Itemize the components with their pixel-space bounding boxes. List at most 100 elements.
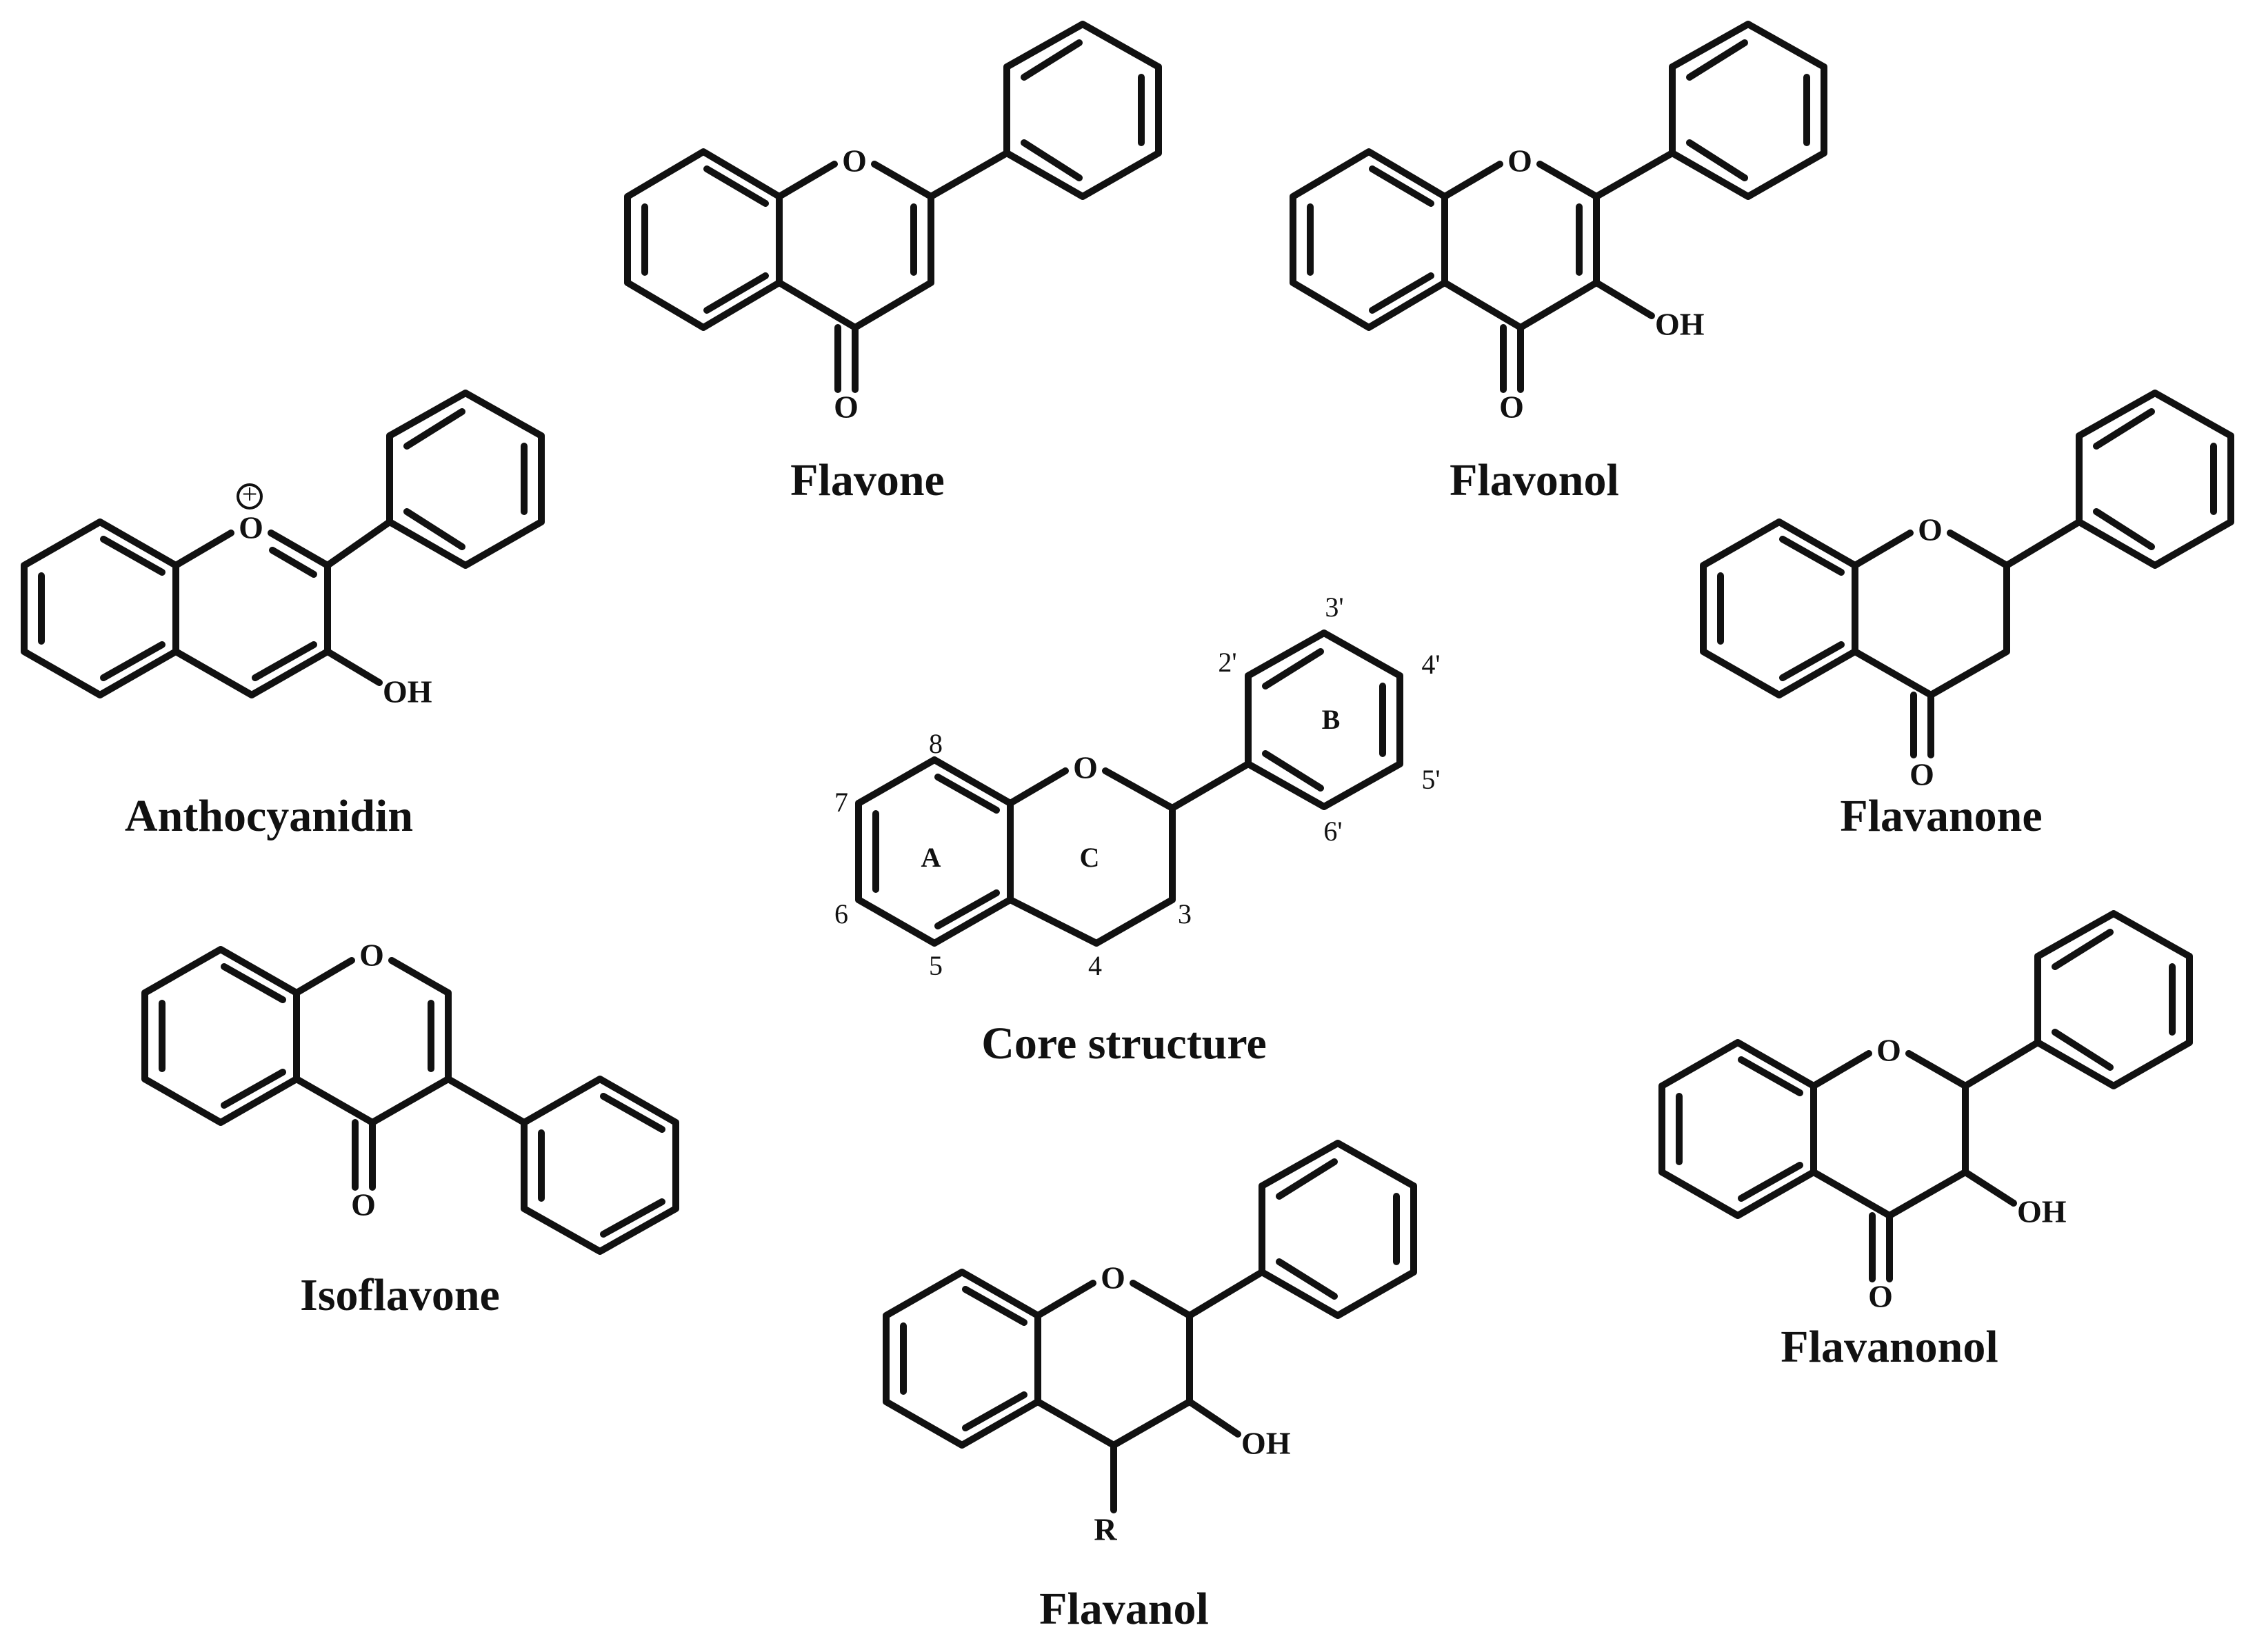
flavanone-structure: O O	[1700, 390, 2234, 792]
core-locant-4: 4	[1088, 950, 1102, 981]
flavone-ring-b-double	[1021, 39, 1083, 81]
flavanonol-structure: O O OH	[1658, 910, 2193, 1314]
core-locant-6: 6	[834, 898, 848, 929]
core-locant-5p: 5'	[1421, 764, 1440, 795]
flavanonol-hydroxyl-bond	[1962, 1169, 2017, 1207]
core-ring-c-label: C	[1080, 842, 1100, 873]
anthocyanidin-label: Anthocyanidin	[125, 791, 413, 841]
flavanol-ring-a-double	[962, 1286, 1027, 1326]
flavanol-ring-a	[883, 1269, 1041, 1449]
flavone-carbonyl-oxygen: O	[834, 390, 859, 425]
anthocyanidin-hydroxyl: OH	[383, 674, 432, 709]
flavonol-ring-b-double	[1686, 39, 1748, 81]
flavonol-ring-c	[1441, 161, 1503, 200]
flavanol-ring-b-double	[1276, 1258, 1338, 1300]
flavanone-ring-a-double	[1779, 536, 1845, 576]
core-ring-c	[1007, 767, 1069, 807]
flavonol-hydroxyl: OH	[1655, 307, 1705, 342]
flavanonol-ring-b-double	[2052, 1029, 2114, 1071]
flavanonol-hydroxyl: OH	[2017, 1194, 2067, 1229]
flavonol-ring-b	[1669, 21, 1827, 200]
flavanol-structure: O OH R	[883, 1140, 1417, 1547]
flavone-ring-a-double	[703, 165, 769, 207]
flavanonol-carbonyl-oxygen: O	[1868, 1279, 1893, 1314]
flavone-ring-b	[1003, 21, 1162, 200]
flavanone-label: Flavanone	[1840, 791, 2042, 841]
flavanol-b-link	[1186, 1269, 1265, 1319]
isoflavone-ring-b-double	[600, 1198, 665, 1238]
flavanone-ring-oxygen: O	[1918, 512, 1943, 547]
flavanone-carbonyl-oxygen: O	[1909, 757, 1934, 792]
flavanone-ring-c	[1852, 530, 2010, 698]
anthocyanidin-ring-a	[21, 518, 179, 698]
flavone-structure: O O	[624, 21, 1162, 425]
core-locant-5: 5	[929, 950, 943, 981]
flavanonol-ring-c	[1810, 1050, 1969, 1219]
flavone-ring-oxygen: O	[842, 143, 867, 179]
flavanol-ring-b	[1259, 1140, 1417, 1319]
core-ring-a-double	[934, 774, 1000, 814]
flavonol-hydroxyl-bond	[1593, 279, 1655, 319]
isoflavone-b-link	[445, 1076, 528, 1126]
flavanol-r-group: R	[1094, 1512, 1117, 1547]
flavone-ring-c	[776, 161, 934, 331]
flavanol-ring-c	[1034, 1280, 1096, 1319]
isoflavone-structure: O O	[141, 938, 679, 1255]
anthocyanidin-ring-b	[386, 390, 545, 569]
flavanone-ring-b	[2076, 390, 2234, 569]
flavonol-carbonyl-oxygen: O	[1499, 390, 1524, 425]
anthocyanidin-charge-symbol: +	[242, 479, 258, 510]
core-ring-oxygen: O	[1073, 750, 1098, 785]
flavone-label: Flavone	[790, 455, 945, 505]
flavonol-ring-oxygen: O	[1507, 143, 1532, 179]
flavanonol-ring-c	[1810, 1050, 1872, 1089]
core-ring-a-label: A	[921, 842, 941, 873]
core-locant-7: 7	[834, 787, 848, 818]
anthocyanidin-structure: O + OH	[21, 390, 545, 709]
core-locant-4p: 4'	[1421, 649, 1440, 680]
flavanol-ring-b-double	[1276, 1158, 1338, 1200]
flavone-ring-a-double	[703, 272, 769, 314]
flavanone-ring-a	[1700, 518, 1858, 698]
flavanol-label: Flavanol	[1039, 1584, 1209, 1634]
isoflavone-ring-c	[293, 957, 355, 996]
anthocyanidin-ring-a-double	[100, 641, 166, 681]
flavanonol-ring-oxygen: O	[1876, 1033, 1901, 1068]
anthocyanidin-hydroxyl-bond	[324, 648, 383, 686]
isoflavone-ring-c	[293, 957, 452, 1126]
flavanol-ring-c	[1034, 1280, 1193, 1449]
flavanone-b-link	[2003, 518, 2083, 569]
flavanonol-ring-a-double	[1738, 1056, 1803, 1096]
isoflavone-ring-a-double	[221, 1069, 286, 1109]
flavonol-ring-a-double	[1369, 272, 1434, 314]
anthocyanidin-ring-c	[172, 530, 234, 569]
core-ring-b-label: B	[1322, 704, 1341, 735]
flavanonol-label: Flavanonol	[1781, 1322, 1998, 1372]
flavonol-ring-c	[1441, 161, 1600, 331]
flavonol-b-link	[1593, 150, 1676, 200]
flavanol-ring-a-double	[962, 1391, 1027, 1431]
flavone-ring-a	[624, 148, 783, 331]
anthocyanidin-ring-b-double	[403, 508, 465, 550]
anthocyanidin-b-link	[324, 518, 393, 569]
isoflavone-ring-a	[141, 946, 300, 1126]
flavanone-ring-a-double	[1779, 641, 1845, 681]
core-ring-b-double	[1262, 750, 1324, 792]
flavanonol-ring-b-double	[2052, 929, 2114, 970]
flavonol-ring-a-double	[1369, 165, 1434, 207]
flavonol-label: Flavonol	[1450, 455, 1619, 505]
isoflavone-ring-oxygen: O	[359, 938, 384, 973]
flavanone-ring-b-double	[2093, 408, 2155, 450]
core-ring-c	[1007, 767, 1176, 947]
flavone-b-link	[928, 150, 1010, 200]
anthocyanidin-charge-circle	[237, 483, 263, 510]
flavanone-ring-c	[1852, 530, 1914, 569]
flavonol-structure: O O OH	[1290, 21, 1827, 425]
core-ring-b	[1245, 629, 1403, 810]
core-structure: O A C B 2' 3' 4' 5' 6' 8 7 6 5 4 3	[834, 592, 1441, 981]
anthocyanidin-ring-c-double	[252, 641, 317, 681]
flavonol-ring-b-double	[1686, 139, 1748, 181]
flavanol-hydroxyl-bond	[1186, 1398, 1241, 1438]
flavonol-ring-a	[1290, 148, 1448, 331]
